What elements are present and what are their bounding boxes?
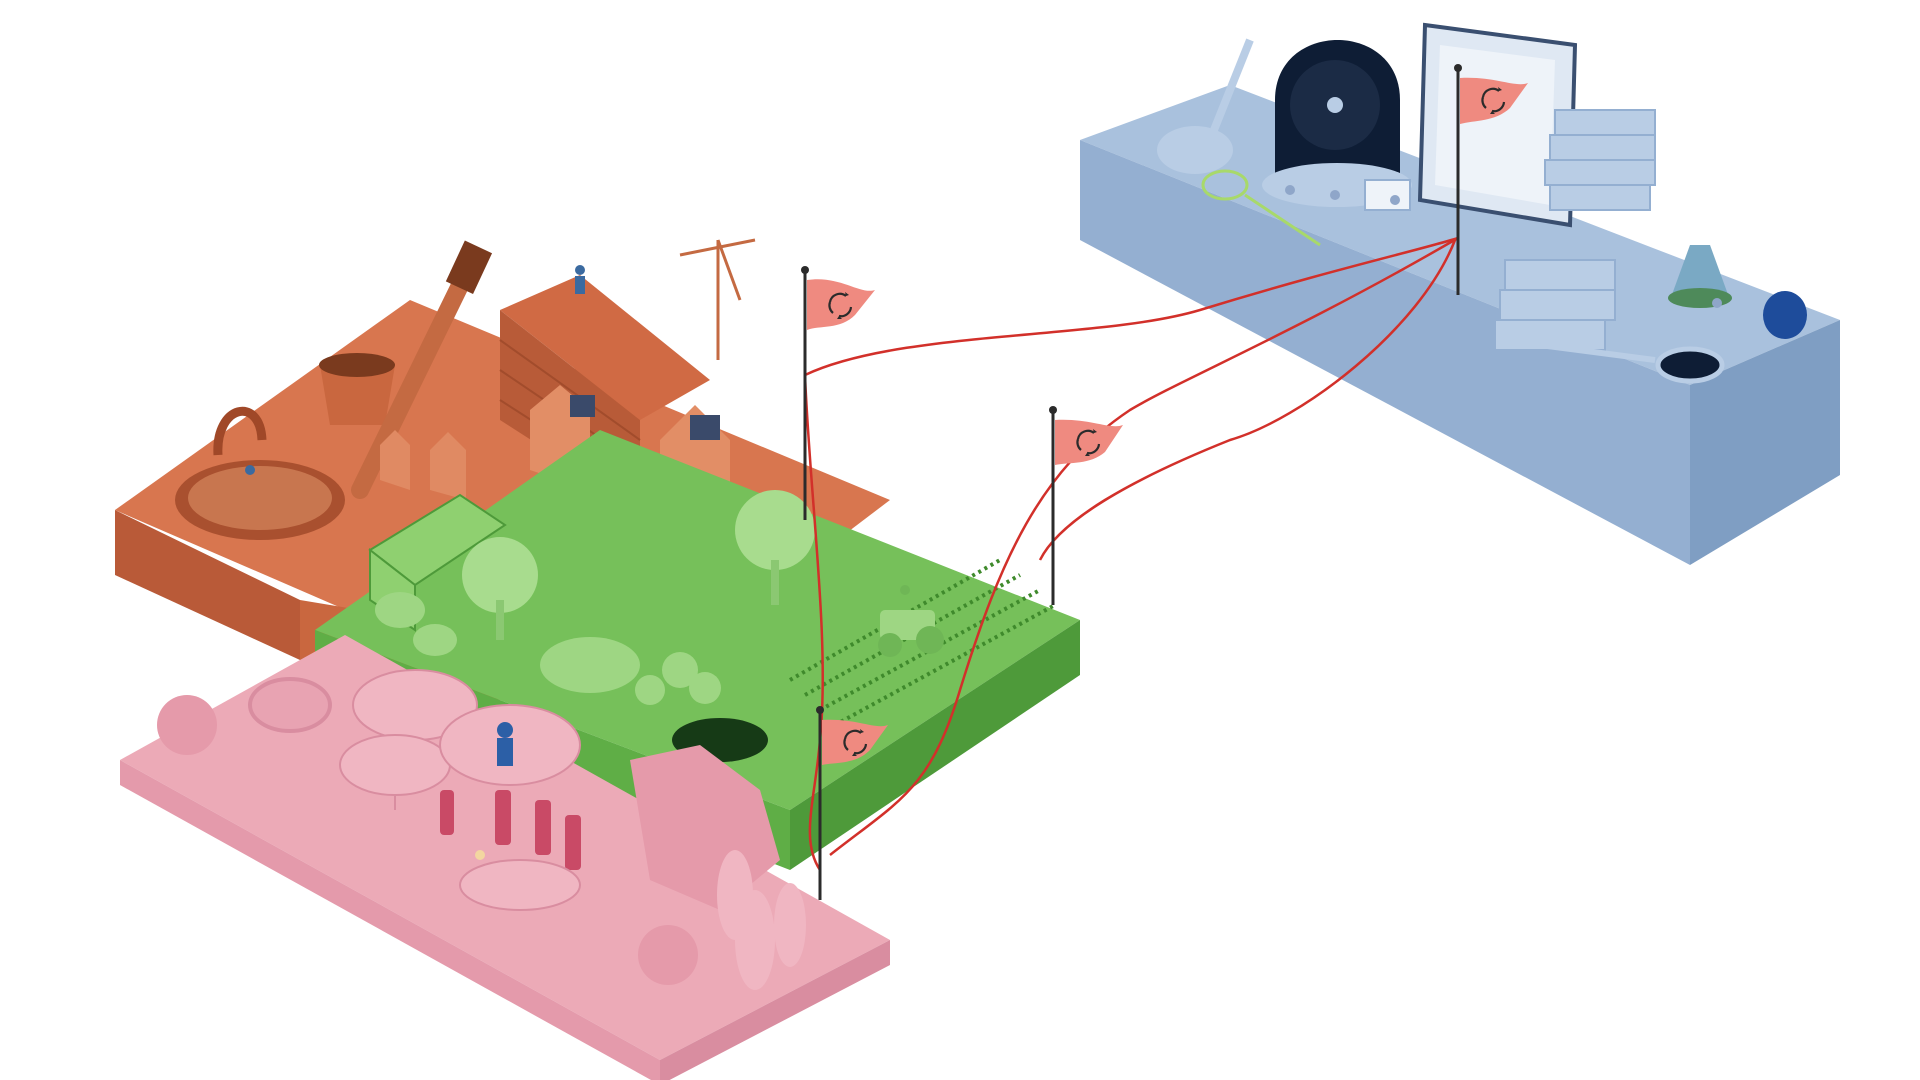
magnifier [1539, 342, 1725, 384]
tractor [878, 610, 944, 657]
guitar [1157, 38, 1254, 174]
ropes [803, 236, 1459, 871]
flag-pink [816, 706, 888, 900]
pink-platform [120, 635, 890, 1080]
bowling-pins [717, 850, 806, 990]
swim-ring [248, 677, 332, 733]
net [1201, 169, 1321, 247]
drill [351, 240, 493, 499]
produce [375, 592, 721, 705]
sink [175, 406, 345, 540]
flag-blue [1454, 64, 1528, 295]
whiteboard [1364, 179, 1411, 211]
bowling-ball [638, 925, 698, 985]
flask [1668, 245, 1807, 339]
figures [245, 185, 1722, 860]
ball [157, 695, 217, 755]
bottles [440, 790, 581, 870]
tray-pink [459, 859, 581, 911]
bucket [319, 353, 395, 425]
flag-green [1049, 406, 1123, 605]
glass-dome [1262, 40, 1412, 207]
trees [462, 490, 815, 640]
crane [679, 238, 756, 360]
flag-orange [801, 266, 875, 520]
